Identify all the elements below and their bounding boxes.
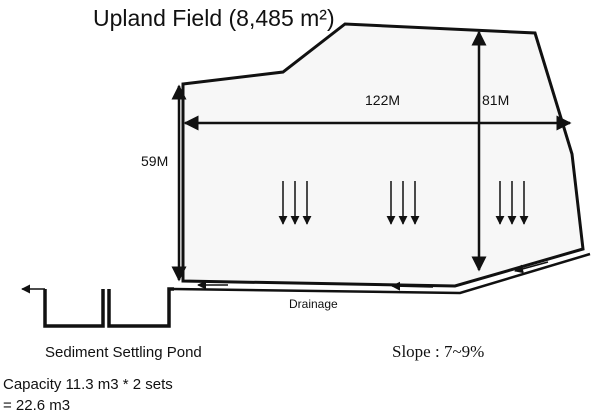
drainage-channel	[172, 252, 591, 295]
drainage-label: Drainage	[289, 297, 338, 311]
drainage-flow-arrow	[391, 281, 434, 291]
slope-label: Slope : 7~9%	[392, 342, 484, 361]
capacity-line-1: Capacity 11.3 m3 * 2 sets	[3, 376, 173, 393]
sediment-settling-pond	[43, 287, 174, 328]
right-height-dimension-label: 81M	[482, 92, 509, 108]
left-height-dimension-label: 59M	[141, 153, 168, 169]
diagram-title: Upland Field (8,485 m²)	[93, 5, 335, 31]
pond-label: Sediment Settling Pond	[45, 344, 202, 361]
field-outline	[181, 22, 585, 288]
width-dimension-label: 122M	[365, 92, 400, 108]
drainage-flow-arrow	[514, 261, 549, 274]
capacity-line-2: = 22.6 m3	[3, 397, 70, 414]
